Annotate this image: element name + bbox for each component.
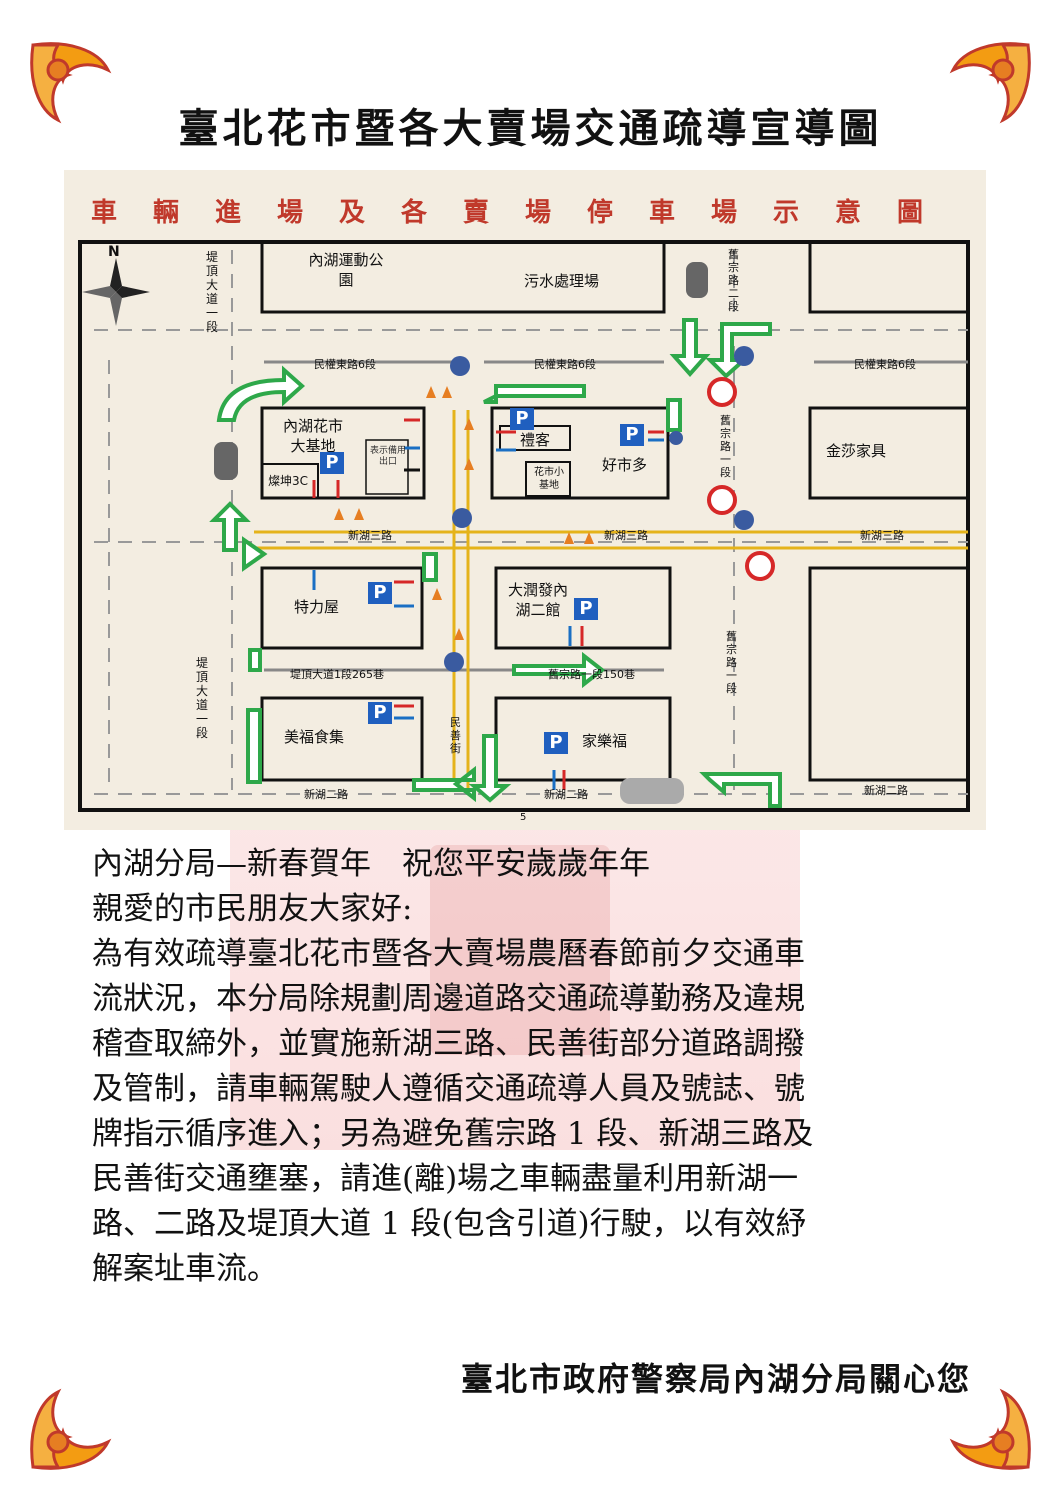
map-drawing [78,240,970,812]
message-line: 解案址車流。 [92,1251,278,1287]
place-flower-market: 內湖花市大基地 [282,417,343,455]
ornament-corner-bottom-right [949,1388,1031,1470]
page-title: 臺北花市暨各大賣場交通疏導宣導圖 [178,105,883,152]
message-line: 民善街交通壅塞，請進(離)場之車輛盡量利用新湖一 [92,1161,799,1197]
message-line: 路、二路及堤頂大道 1 段(包含引道)行駛，以有效紓 [92,1206,807,1242]
background-seal-mark [230,830,800,1150]
place-simple-mart: 美福食集 [284,728,345,746]
place-lihkeh: 禮客 [520,431,551,449]
block-park-sewage [260,240,666,314]
block-kinsa [808,406,970,500]
parking-icon: P [544,732,568,754]
road-minquan-left: 民權東路6段 [314,358,376,371]
road-xinhu2-right: 新湖二路 [864,784,908,797]
place-sewage: 污水處理場 [524,272,600,290]
road-minquan-right: 民權東路6段 [854,358,916,371]
road-minshan: 民善街 [450,716,461,755]
road-minquan-mid: 民權東路6段 [534,358,596,371]
road-diding-bottom: 堤頂大道一段 [196,656,209,740]
message-greeting: 內湖分局—新春賀年 祝您平安歲歲年年 [92,846,650,882]
message-line: 稽查取締外，並實施新湖三路、民善街部分道路調撥 [92,1026,805,1062]
road-jiuzong-1-top: 舊宗路一段 [720,414,731,479]
parking-icon: P [574,598,598,620]
message-salutation: 親愛的市民朋友大家好: [92,891,413,927]
block-b-and-q [260,566,424,650]
place-sports-park: 內湖運動公園 [308,251,384,289]
map-page-number: 5 [520,812,527,823]
road-jiuzong-lane: 舊宗路一段150巷 [548,668,635,681]
place-b-and-q: 特力屋 [294,598,340,616]
parking-icon: P [510,408,534,430]
message-line: 流狀況，本分局除規劃周邊道路交通疏導勤務及違規 [92,981,805,1017]
road-xinhu3-right: 新湖三路 [860,529,904,542]
road-diding-lane: 堤頂大道1段265巷 [290,668,384,681]
block-flower-market [260,406,426,500]
ornament-corner-bottom-left [30,1388,112,1470]
message-line: 為有效疏導臺北花市暨各大賣場農曆春節前夕交通車 [92,936,805,972]
road-jiuzong-1-bottom: 舊宗路一段 [726,630,737,695]
traffic-map: 車輛進場及各賣場停車場示意圖 [64,170,986,830]
background-seal-mark-center [430,845,610,1055]
ornament-corner-top-left [30,42,112,124]
road-xinhu3-mid: 新湖三路 [604,529,648,542]
message-line: 及管制，請車輛駕駛人遵循交通疏導人員及號誌、號 [92,1071,805,1107]
road-xinhu3-left: 新湖三路 [348,529,392,542]
place-costco: 好市多 [602,456,648,474]
map-title: 車輛進場及各賣場停車場示意圖 [90,198,959,228]
message-body: 內湖分局—新春賀年 祝您平安歲歲年年 親愛的市民朋友大家好: 為有效疏導臺北花市… [92,842,1002,1292]
north-label: N [108,244,120,260]
parking-icon: P [620,424,644,446]
block-rt-mart [494,566,672,650]
place-rt-mart: 大潤發內湖二館 [507,581,568,619]
place-kinsa: 金莎家具 [826,442,887,460]
parking-icon: P [368,702,392,724]
signature: 臺北市政府警察局內湖分局關心您 [460,1360,971,1398]
road-xinhu2-mid: 新湖二路 [544,788,588,801]
block-costco [490,406,670,500]
place-carrefour: 家樂福 [582,732,628,750]
road-diding-top: 堤頂大道一段 [206,250,219,334]
road-jiuzong-2: 舊宗路二段 [728,248,739,313]
parking-icon: P [368,582,392,604]
ornament-corner-top-right [949,42,1031,124]
road-xinhu2-left: 新湖二路 [304,788,348,801]
place-backup-exit: 表示備用出口 [370,446,407,467]
place-flower-small: 花市小基地 [534,467,564,491]
parking-icon: P [320,452,344,474]
place-tsannkuen: 燦坤3C [268,474,309,488]
message-line: 牌指示循序進入；另為避免舊宗路 1 段、新湖三路及 [92,1116,814,1152]
